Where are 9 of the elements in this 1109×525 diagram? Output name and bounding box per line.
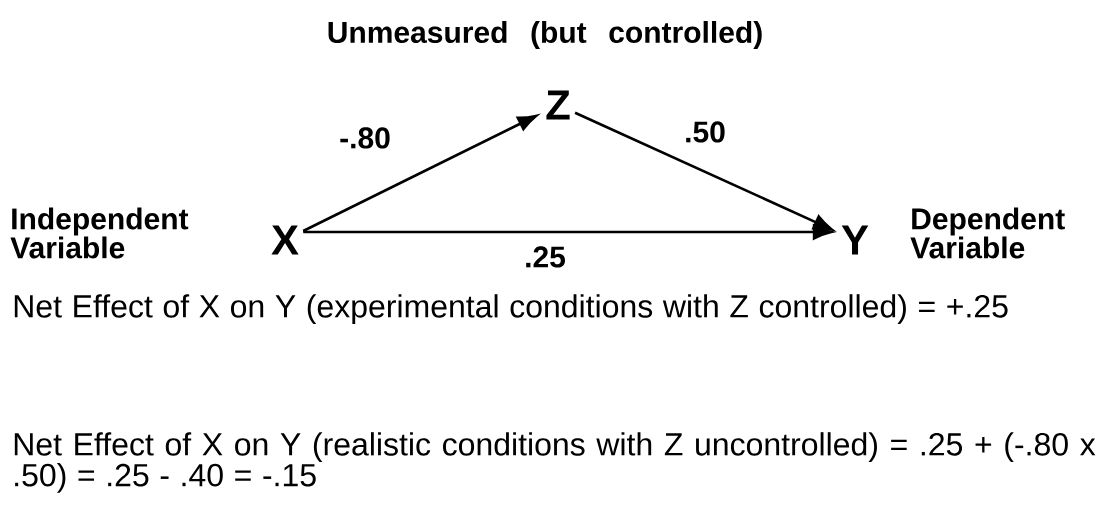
equation-text: Net Effect of X on Y (experimental conditions with Z controlled) = +.25 [14,294,1008,324]
variable-caption: Independent Variable [10,207,189,259]
variable-caption: Unmeasured (but controlled) [328,21,762,49]
variable-letter: Z [546,90,570,120]
edge-label: .25 [526,246,565,268]
equation-text: Net Effect of X on Y (realistic conditions with Z uncontrolled) = .25 + (-.80 x .50) = .25 - .40 = -.15 [14,432,1096,493]
variable-letter: X [271,225,299,255]
variable-letter: Y [841,225,869,255]
variable-caption: Dependent Variable [910,207,1065,259]
